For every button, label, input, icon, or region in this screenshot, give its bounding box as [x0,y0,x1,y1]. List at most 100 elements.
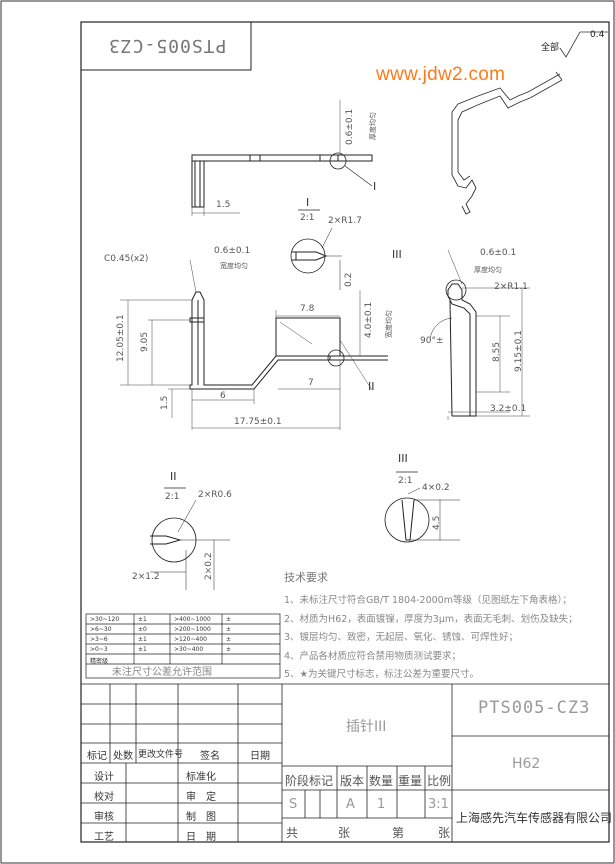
tol-r2c3: ± [226,636,232,643]
tech-item-3: 3、镀层均匀、致密，无起层、氧化、锈蚀、可焊性好； [284,632,519,644]
detail-I-scale: 2:1 [300,213,315,223]
tol-r0c2: >400~1000 [174,616,211,623]
sheet-total-unit: 张 [338,826,351,840]
top-foot-dim: 1.5 [216,200,231,210]
stage-header-version: 版本 [340,774,365,788]
detail-III-title: III [398,452,408,465]
tol-r3c1: ±1 [138,646,147,653]
surface-finish-label: 全部 [541,43,560,53]
label-draw: 制 图 [186,812,216,823]
tol-r1c0: >6~30 [90,626,112,633]
detail-I-dim: 0.2 [344,272,354,287]
detail-I-drawing [290,209,342,290]
detail-III-h1: 8.55 [492,341,502,362]
tol-r3c0: >0~3 [90,646,108,653]
detail-III-w: 3.2±0.1 [490,404,527,414]
rev-header-mark: 标记 [87,751,107,762]
detail-III-angle: 90°± [420,336,444,346]
detail-III-thickness-note: 厚度均匀 [474,266,502,274]
detail-III-small-h: 4.5 [432,515,442,530]
top-thickness-dim: 0.6±0.1 [345,108,355,145]
sheet-no-label: 第 [392,826,405,840]
title-block-grid [81,683,609,842]
tech-title: 技术要求 [284,571,328,584]
sheet-no-unit: 张 [438,826,451,840]
stage-value-version: A [346,797,355,812]
stage-header-weight: 重量 [398,774,423,788]
top-thickness-note: 厚度均匀 [369,112,377,140]
label-date: 日 期 [186,832,216,843]
surface-finish-value: 0.4 [590,30,605,40]
detail-II-w: 2×1.2 [132,572,160,582]
label-standard: 标准化 [186,772,216,783]
tol-r3c2: >30~400 [174,646,204,653]
main-detail-II-label: II [368,380,375,393]
tech-requirements: 技术要求 1、未标注尺寸符合GB/T 1804-2000m等级（见图纸左下角表格… [284,569,578,685]
main-foot-dim: 1.5 [160,395,170,410]
stage-header-qty: 数量 [369,774,394,788]
detail-III-drawing [384,471,460,543]
detail-II-scale: 2:1 [165,492,180,502]
main-top-dim: 7.8 [300,304,315,314]
tol-r0c3: ± [226,616,232,623]
isometric-part [451,71,563,215]
detail-III-radius: 2×R1.1 [494,282,528,292]
detail-III-thickness: 0.6±0.1 [480,248,517,258]
main-width-note: 宽度均匀 [220,262,248,270]
sheet-total-label: 共 [286,826,299,840]
detail-III-view-part [429,279,477,417]
rev-header-date: 日期 [250,751,270,762]
rev-header-doc: 更改文件号 [138,750,184,760]
detail-II-title: II [170,470,177,483]
tol-r4c0: 精密级 [90,658,109,665]
tol-r1c1: ±0 [138,626,147,633]
main-height2-dim: 9.05 [140,331,150,352]
main-seg2-dim: 7 [308,378,314,388]
main-right-h-dim: 4.0±0.1 [364,301,374,338]
tolerance-caption: 未注尺寸公差允许范围 [112,667,212,678]
inner-border [80,21,610,843]
stage-value-qty: 1 [377,797,386,812]
company-name: 上海感先汽车传感器有限公司 [456,811,613,825]
material: H62 [512,756,541,772]
label-process: 工艺 [94,832,114,843]
chamfer-dim: C0.45(x2) [104,254,149,264]
tol-r3c3: ± [226,646,232,653]
top-view-part [191,152,373,208]
tech-item-1: 1、未标注尺寸符合GB/T 1804-2000m等级（见图纸左下角表格）； [284,595,572,606]
detail-II-drawing [150,487,230,590]
tol-r2c0: >3~6 [90,636,108,643]
title-drawing-number: PTS005-CZ3 [478,698,591,718]
tol-r1c2: >200~1000 [174,626,211,633]
tol-r0c0: >30~120 [90,616,120,623]
main-seg1-dim: 6 [220,391,226,401]
tol-r2c2: >120~400 [174,636,207,643]
tol-r2c1: ±1 [138,636,147,643]
detail-III-h2: 9.15±0.1 [514,330,524,372]
label-check: 校对 [94,792,114,803]
detail-II-radius: 2×R0.6 [198,490,232,500]
tol-r0c1: ±1 [138,616,147,623]
detail-III-scale: 2:1 [398,476,413,486]
tech-item-5: 5、★为关键尺寸标志，标注公差为重要尺寸。 [284,669,480,681]
detail-III-view-title: III [392,248,402,261]
rev-header-sign: 签名 [200,751,220,762]
stage-value-scale: 3:1 [428,797,449,812]
rev-header-count: 处数 [113,751,133,762]
detail-III-view-dims [447,249,530,420]
tech-item-4: 4、产品各材质应符合禁用物质测试要求； [284,650,462,662]
stage-header-scale: 比例 [427,774,452,788]
detail-I-title: I [306,196,310,209]
detail-I-radius: 2×R1.7 [328,216,362,226]
top-view-detail-label: I [373,180,377,193]
tech-item-2: 2、材质为H62，表面镀镍，厚度为3μm，表面无毛刺、划伤及缺失； [284,613,578,625]
main-height1-dim: 12.05±0.1 [116,314,126,362]
main-overall-dim: 17.75±0.1 [234,417,282,427]
surface-finish-symbol [559,31,608,58]
tol-r1c3: ± [226,626,232,633]
main-right-note: 宽度均匀 [385,310,393,338]
part-name: 插针III [346,719,387,735]
top-view-dims [191,100,341,216]
